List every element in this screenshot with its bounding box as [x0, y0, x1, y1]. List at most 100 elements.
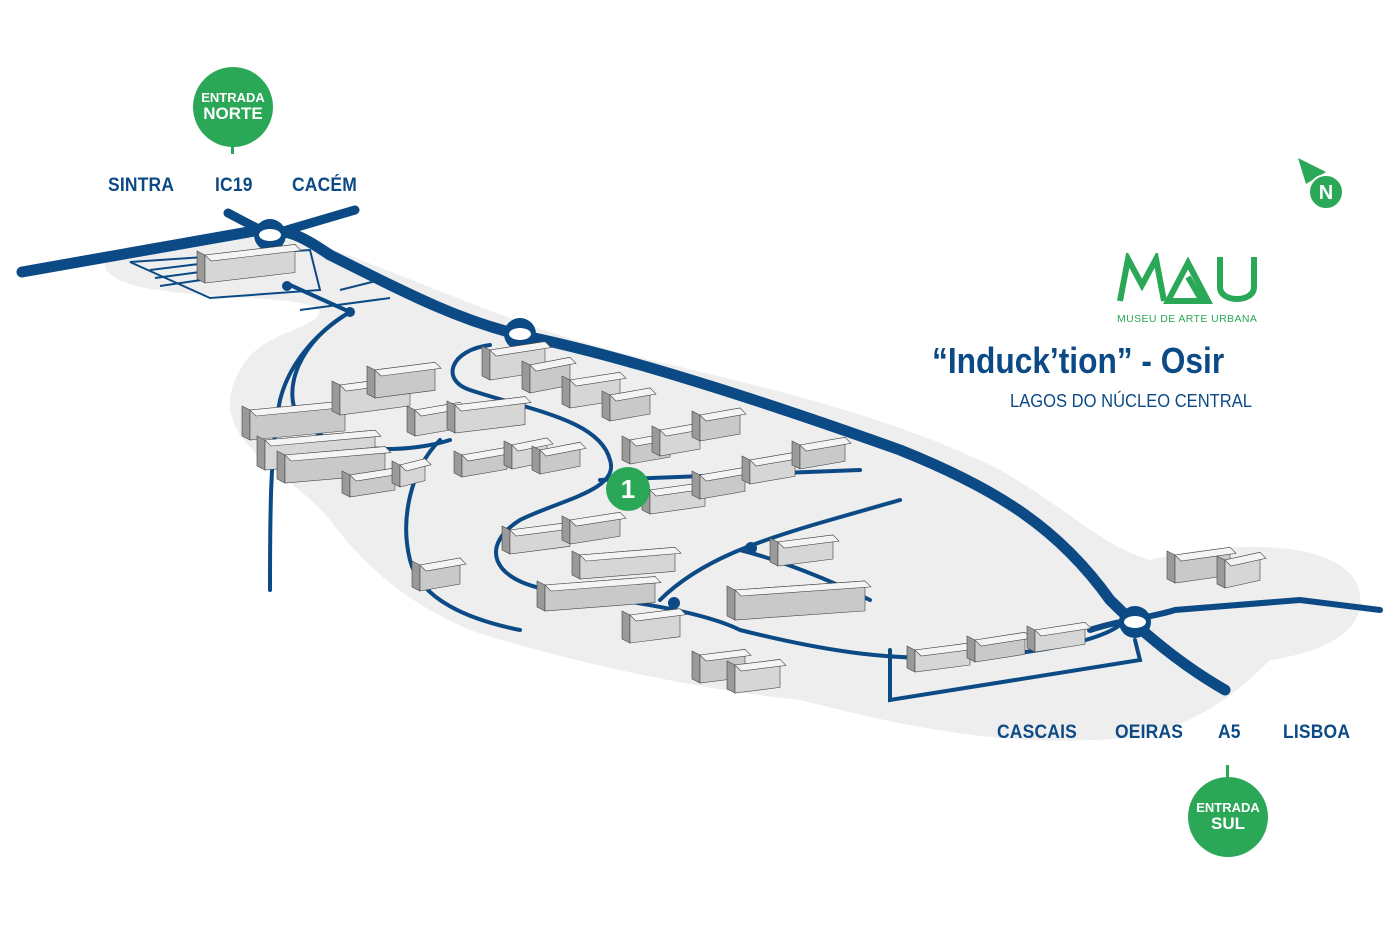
destination-oeiras: OEIRAS [1115, 722, 1184, 743]
building-roof [511, 437, 554, 452]
building [453, 446, 514, 478]
entrance-north-line2: NORTE [203, 104, 263, 123]
building-roof [544, 576, 662, 592]
building [1216, 551, 1267, 589]
building [726, 580, 872, 621]
building [691, 407, 747, 442]
building [621, 608, 687, 644]
building [241, 400, 352, 441]
building-side [256, 435, 266, 471]
building-side [966, 635, 976, 663]
building [769, 534, 840, 567]
building-roof [629, 608, 687, 622]
building-side [621, 435, 631, 465]
mau-logo [1117, 253, 1257, 304]
building [791, 436, 852, 470]
building [966, 631, 1032, 663]
building [1026, 621, 1092, 653]
building [366, 361, 442, 399]
building [1166, 546, 1237, 584]
entrance-south-badge[interactable]: ENTRADA SUL [1188, 777, 1268, 857]
building-roof [579, 546, 682, 562]
building [906, 642, 977, 673]
building-side [276, 450, 286, 484]
building-side [196, 250, 206, 284]
destination-cacem: CACÉM [292, 175, 358, 196]
building-roof [399, 458, 432, 472]
building-roof [284, 446, 392, 462]
building-side [726, 660, 736, 694]
building [391, 458, 432, 488]
entrance-north-stem [231, 140, 234, 154]
building [741, 451, 802, 485]
building-roof [489, 341, 552, 357]
building-side [366, 365, 376, 399]
building-roof [529, 356, 577, 372]
building [411, 557, 467, 592]
building-side [621, 610, 631, 644]
building-roof [569, 511, 627, 527]
building-roof [454, 396, 532, 412]
building-side [741, 455, 751, 485]
buildings [196, 244, 1267, 694]
building-side [503, 440, 513, 470]
building-side [691, 470, 701, 500]
building [521, 356, 577, 394]
building-side [531, 445, 541, 475]
building-roof [734, 580, 872, 597]
building-side [446, 400, 456, 434]
building-roof [419, 557, 467, 572]
building-side [521, 360, 531, 394]
building-roof [699, 407, 747, 422]
building-side [241, 405, 251, 441]
building-side [406, 405, 416, 437]
building [446, 396, 532, 434]
building-side [1026, 625, 1036, 653]
building-side [341, 470, 351, 498]
building-side [571, 550, 581, 580]
building-roof [799, 436, 852, 452]
building-side [691, 410, 701, 442]
entrance-north-badge[interactable]: ENTRADA NORTE [193, 67, 273, 147]
building-side [791, 440, 801, 470]
entrance-south-line2: SUL [1211, 814, 1245, 833]
destination-ic19: IC19 [215, 175, 253, 196]
building-roof [734, 659, 787, 672]
building [501, 521, 577, 555]
artwork-marker-1[interactable]: 1 [606, 467, 650, 511]
building [601, 387, 657, 422]
artwork-title: “Induck’tion” - Osir [932, 340, 1225, 381]
building [691, 466, 752, 500]
north-arrow-icon: N [1298, 158, 1344, 210]
building-roof [1224, 551, 1267, 567]
building [196, 244, 302, 284]
building-roof [374, 361, 442, 377]
building [561, 511, 627, 545]
building-side [906, 645, 916, 673]
building-side [769, 537, 779, 567]
highway [16, 224, 1231, 696]
building-side [1216, 555, 1226, 589]
artwork-location: LAGOS DO NÚCLEO CENTRAL [1010, 391, 1253, 411]
building-side [601, 390, 611, 422]
destination-lisboa: LISBOA [1283, 722, 1351, 743]
building-side [501, 525, 511, 555]
building-roof [264, 429, 382, 447]
building-side [411, 560, 421, 592]
logo-subtitle: MUSEU DE ARTE URBANA [1117, 313, 1258, 325]
building-roof [569, 371, 627, 387]
entrance-south-stem [1226, 765, 1229, 783]
building-side [691, 650, 701, 684]
building-side [561, 375, 571, 409]
building-side [726, 585, 736, 621]
building-roof [1174, 546, 1237, 562]
building-side [1166, 550, 1176, 584]
building-side [561, 515, 571, 545]
building-roof [609, 387, 657, 402]
building-side [391, 460, 401, 488]
building-side [331, 380, 341, 416]
building-roof [777, 534, 840, 549]
building [726, 659, 787, 694]
destination-cascais: CASCAIS [997, 722, 1077, 743]
